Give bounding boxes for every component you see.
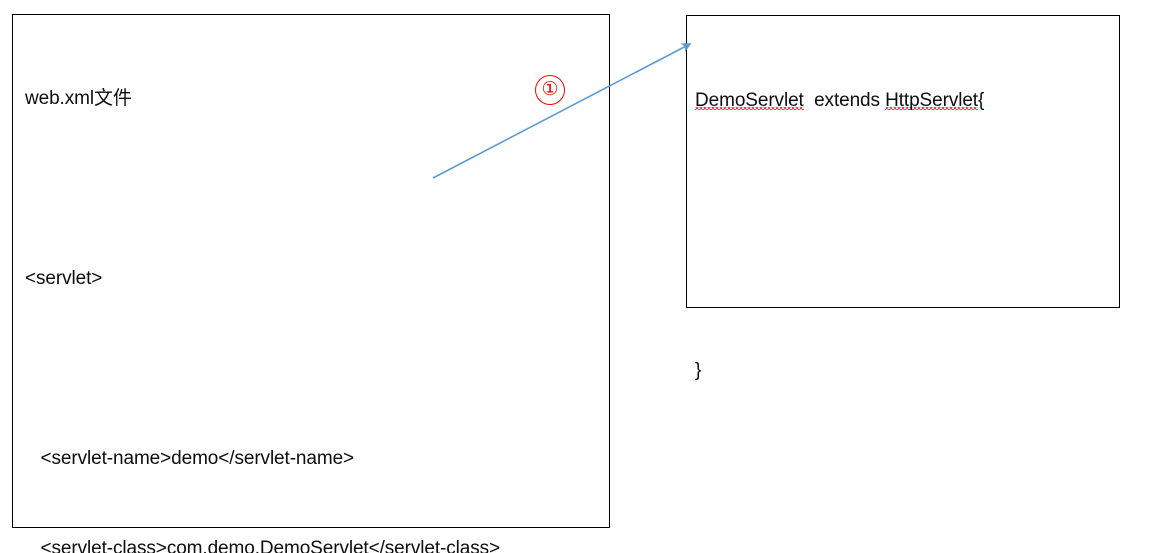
xml-title-line: web.xml文件 (25, 88, 132, 109)
java-extends-keyword: extends (803, 90, 886, 111)
xml-servlet-class-line: <servlet-class>com.demo.DemoServlet</ser… (25, 534, 605, 553)
annotation-marker-one: ① (535, 75, 565, 105)
java-blank-line-1 (695, 176, 1115, 206)
java-class-declaration-line: DemoServlet extends HttpServlet{ (695, 86, 1115, 116)
xml-servlet-class-prefix: <servlet-class> (25, 538, 167, 553)
java-open-brace: { (978, 90, 985, 111)
java-code-block: DemoServlet extends HttpServlet{ } (695, 26, 1115, 446)
xml-servlet-name-line: <servlet-name>demo</servlet-name> (25, 448, 355, 469)
web-xml-panel: web.xml文件 <servlet> <servlet-name>demo</… (12, 14, 610, 553)
xml-blank-line-1 (25, 174, 605, 204)
java-super-class: HttpServlet (885, 90, 978, 111)
java-close-brace-line: } (695, 360, 702, 381)
xml-blank-line-2 (25, 354, 605, 384)
xml-servlet-class-value: com.demo.DemoServlet (166, 538, 369, 553)
xml-servlet-open-line: <servlet> (25, 268, 103, 289)
java-class-name: DemoServlet (695, 90, 804, 111)
xml-servlet-class-suffix: </servlet-class> (368, 538, 501, 553)
web-xml-code-block: web.xml文件 <servlet> <servlet-name>demo</… (25, 24, 605, 553)
java-class-panel: DemoServlet extends HttpServlet{ } (686, 15, 1120, 381)
java-blank-line-2 (695, 266, 1115, 296)
